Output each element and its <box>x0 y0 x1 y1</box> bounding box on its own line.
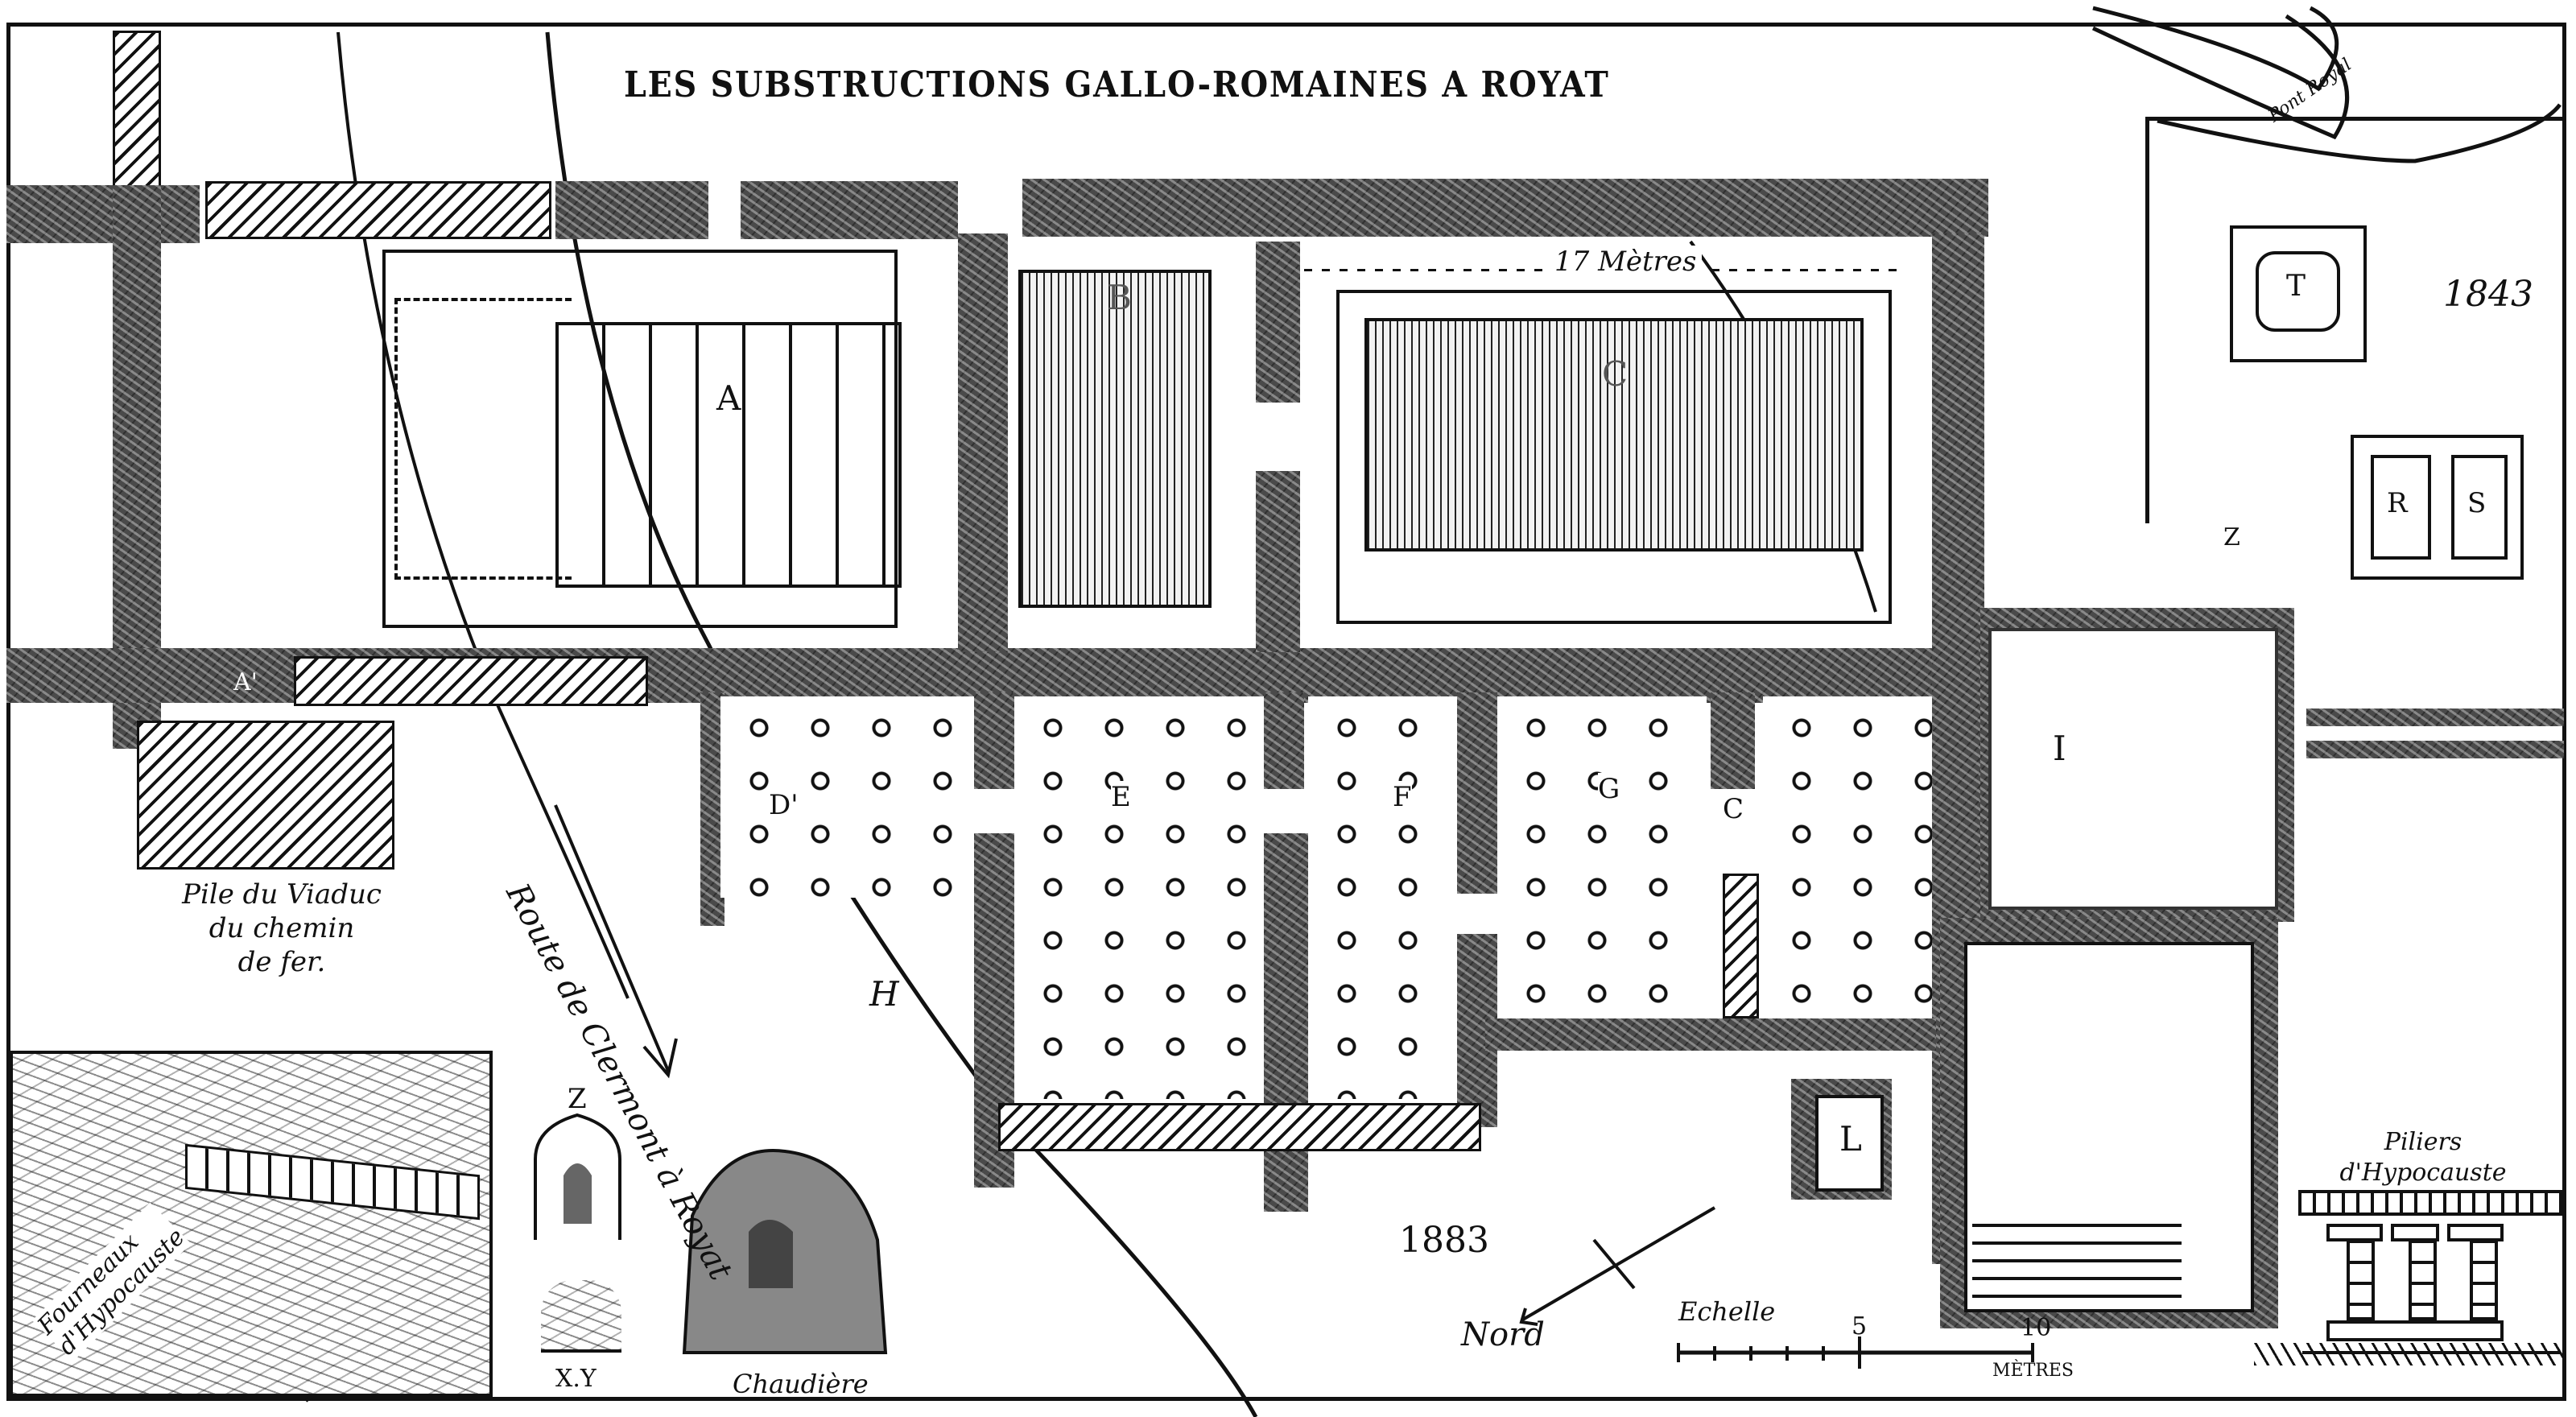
west-pillar-top <box>113 31 161 188</box>
hypocaust-room-c <box>1763 696 1932 1018</box>
upper-right-vertical <box>2145 121 2149 523</box>
room-label-c-upper: C <box>1602 354 1629 394</box>
pillar-3 <box>2470 1240 2498 1320</box>
corridor-east-2 <box>2306 741 2564 758</box>
pillar-1 <box>2347 1240 2375 1320</box>
detail-z-label: Z <box>568 1083 587 1115</box>
viaduct-annotation: Pile du Viaduc du chemin de fer. <box>165 878 398 979</box>
hypocaust-room-d <box>720 696 978 898</box>
room-c-upper-pool <box>1364 318 1864 552</box>
room-i <box>1988 628 2278 910</box>
room-label-b: B <box>1107 278 1132 317</box>
year-1883: 1883 <box>1399 1220 1489 1261</box>
north-wall-left <box>6 185 200 243</box>
room-label-g: G <box>1598 773 1620 805</box>
room-label-h: H <box>869 974 899 1014</box>
room-label-d-prime: D' <box>769 789 799 821</box>
room-b-pool <box>1018 270 1212 608</box>
room-s <box>2451 455 2508 560</box>
pillar-cap-2 <box>2391 1224 2439 1241</box>
pillars-label: Piliers d'Hypocauste <box>2294 1127 2552 1188</box>
year-1843: 1843 <box>2443 274 2533 315</box>
north-wall-mid2 <box>741 181 958 239</box>
south-wall-right <box>1485 1018 1936 1051</box>
stairs <box>1972 1224 2182 1304</box>
hypocaust-wall-1 <box>974 692 1014 789</box>
viaduct-line-1: Pile du Viaduc <box>182 878 382 911</box>
inset-furnaces-sketch <box>10 1051 493 1397</box>
north-wall-hatched <box>205 181 551 239</box>
map-frame <box>6 23 2566 1401</box>
wall-b-right2 <box>1256 471 1300 652</box>
pillars-label-line-2: d'Hypocauste <box>2339 1159 2507 1187</box>
compass-arrow-icon <box>1674 1200 1707 1224</box>
room-t-inner <box>2256 251 2340 332</box>
scale-label: Echelle <box>1678 1296 1776 1327</box>
room-label-r: R <box>2387 487 2408 519</box>
room-label-a-prime: A' <box>233 668 258 696</box>
room-label-f: F <box>1393 781 1412 813</box>
viaduct-pile <box>137 721 394 870</box>
hypocaust-wall-3 <box>1457 692 1497 894</box>
room-label-i: I <box>2053 729 2066 768</box>
wall-b-right <box>1256 242 1300 403</box>
hypocaust-room-g <box>1497 696 1707 1018</box>
hypocaust-wall-4-hatched <box>1723 874 1759 1018</box>
room-l <box>1815 1095 1884 1192</box>
room-label-c: C <box>1723 793 1744 825</box>
corridor-east <box>2306 708 2564 726</box>
room-label-l: L <box>1839 1119 1862 1159</box>
pillars-label-line-1: Piliers <box>2384 1128 2462 1156</box>
pillars-ground <box>2254 1343 2564 1365</box>
north-wall <box>1022 179 1988 237</box>
hypocaust-wall-2b <box>1264 833 1308 1212</box>
boiler-label: Chaudière <box>733 1369 869 1399</box>
dimension-label: 17 Mètres <box>1550 246 1702 278</box>
room-label-t: T <box>2286 270 2306 303</box>
pillar-cap-3 <box>2447 1224 2504 1241</box>
detail-xy-sketch <box>541 1280 621 1353</box>
hypocaust-room-f <box>1308 696 1457 1099</box>
room-label-a: A <box>716 378 741 418</box>
scale-unit: MÈTRES <box>1992 1361 2074 1381</box>
north-wall-mid <box>555 181 708 239</box>
detail-xy-label: X.Y <box>555 1365 597 1393</box>
room-label-z: Z <box>2223 523 2240 552</box>
compass-north-label: Nord <box>1461 1316 1545 1353</box>
viaduct-line-2: du chemin <box>208 912 355 944</box>
upper-right-horizontal <box>2145 117 2564 121</box>
rooms-r-s-outer <box>2351 435 2524 580</box>
pillar-base <box>2326 1320 2504 1341</box>
hypocaust-wall-2 <box>1264 692 1304 789</box>
map-title: LES SUBSTRUCTIONS GALLO-ROMAINES A ROYAT <box>624 64 1610 105</box>
room-label-s: S <box>2467 487 2487 519</box>
room-label-e: E <box>1111 781 1131 813</box>
room-t-outer <box>2230 225 2367 362</box>
room-a-inner <box>555 322 902 588</box>
scale-tick-10: 10 <box>2021 1314 2052 1342</box>
pillar-cap-1 <box>2326 1224 2383 1241</box>
hypocaust-wall-4 <box>1711 692 1755 789</box>
wall-between-a-b <box>958 233 1008 652</box>
middle-wall-hatched <box>294 656 648 706</box>
viaduct-line-3: de fer. <box>237 946 326 978</box>
south-wall-hatched <box>998 1103 1481 1151</box>
room-r <box>2371 455 2431 560</box>
pillars-top-slab <box>2298 1190 2564 1216</box>
room-c-upper-outer <box>1336 290 1892 624</box>
room-a-dashed-outline <box>394 298 572 580</box>
pillar-2 <box>2409 1240 2437 1320</box>
hypocaust-room-e <box>1014 696 1264 1099</box>
scale-tick-5: 5 <box>1852 1312 1868 1341</box>
